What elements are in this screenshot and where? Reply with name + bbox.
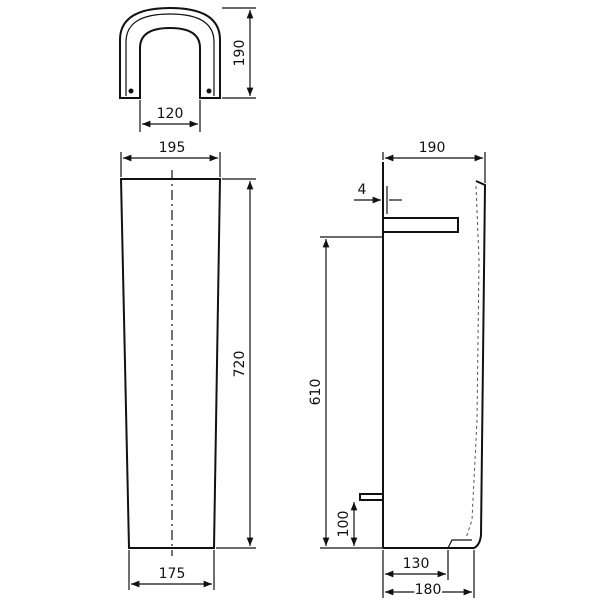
side-view-foot <box>447 539 472 549</box>
side-view-top-step <box>383 217 459 233</box>
dim-base-height: 100 <box>336 511 352 538</box>
top-view-inner-edge <box>125 13 215 96</box>
top-view-outline <box>119 6 221 99</box>
fixing-hole-right <box>206 88 212 94</box>
side-view: 190 4 610 100 130 180 <box>308 140 487 600</box>
dim-front-bottom-width: 175 <box>159 566 186 582</box>
dim-top-height: 190 <box>232 40 248 67</box>
top-view: 190 120 <box>119 6 256 132</box>
side-view-lower-step <box>359 493 383 501</box>
side-view-inner-profile <box>465 185 480 539</box>
dim-front-top-width: 195 <box>159 140 186 156</box>
front-view: 195 720 175 <box>119 140 256 590</box>
fixing-hole-left <box>128 88 134 94</box>
dim-front-height: 720 <box>232 351 248 378</box>
dim-side-width: 190 <box>419 140 446 156</box>
dim-mount-height: 610 <box>308 379 324 406</box>
dim-top-inner-width: 120 <box>157 106 184 122</box>
dim-base-depth: 130 <box>403 556 430 572</box>
dim-bottom-depth: 180 <box>415 582 442 598</box>
front-view-outline <box>119 178 222 549</box>
dim-wall-thickness: 4 <box>358 182 367 198</box>
side-view-outline <box>383 180 487 549</box>
